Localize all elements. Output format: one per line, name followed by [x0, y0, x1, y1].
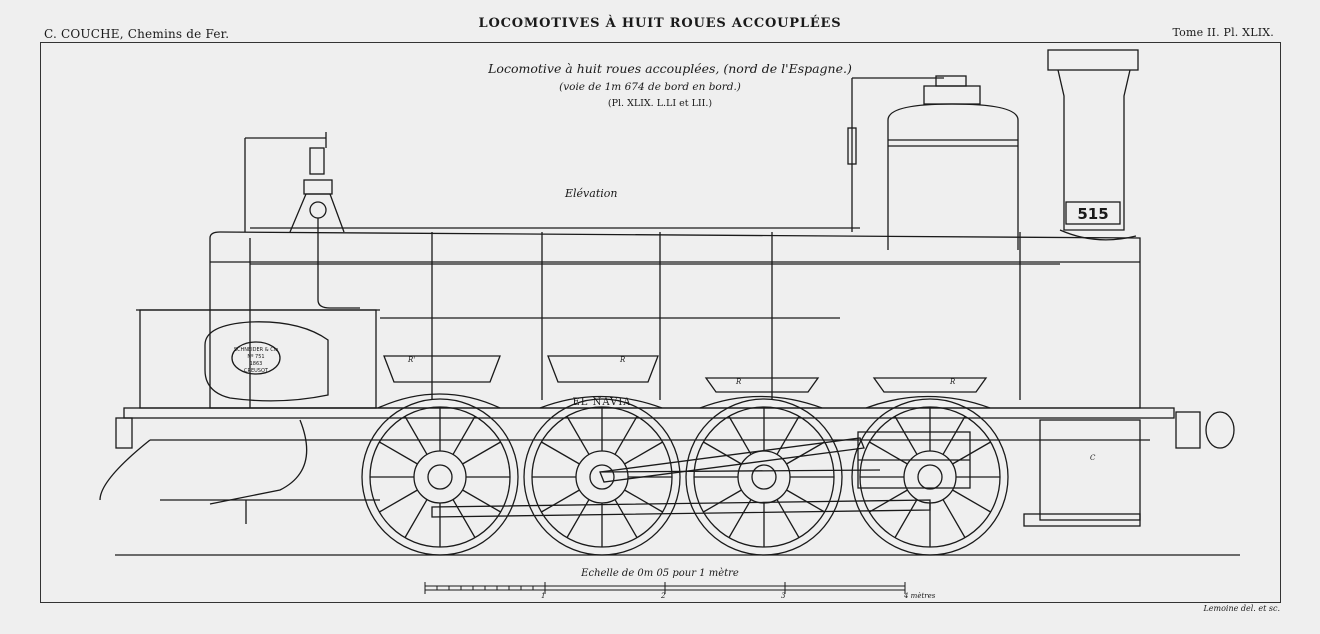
engine-number: 515 — [1077, 205, 1108, 223]
front-buffer — [1175, 411, 1201, 449]
leaf-springs — [383, 355, 988, 393]
view-label: Elévation — [565, 187, 618, 200]
scale-tick-1: 1 — [541, 592, 545, 600]
engine-name: EL NAVIA — [573, 397, 632, 408]
part-label-r4: R — [949, 378, 956, 386]
driving-wheels — [361, 398, 1009, 556]
builder-plate — [231, 341, 281, 375]
part-label-c: C — [1090, 454, 1096, 462]
scale-bar — [424, 582, 906, 594]
scale-label: Echelle de 0m 05 pour 1 mètre — [581, 568, 739, 579]
number-plate — [1065, 201, 1121, 225]
builder-plate-surround — [204, 321, 329, 402]
part-label-r3: R — [735, 378, 742, 386]
coupling-rod — [431, 499, 931, 518]
rear-buffer — [115, 417, 133, 449]
caption-title: Locomotive à huit roues accouplées, (nor… — [488, 61, 852, 76]
engraver-credit: Lemoine del. et sc. — [1203, 604, 1280, 613]
svg-text:1863: 1863 — [250, 361, 263, 367]
wheel-4 — [851, 398, 1009, 556]
svg-text:SCHNEIDER & Cie: SCHNEIDER & Cie — [234, 347, 278, 353]
scale-tick-2: 2 — [660, 592, 666, 600]
scale-end-label: 4 mètres — [903, 592, 936, 600]
plate-title: LOCOMOTIVES À HUIT ROUES ACCOUPLÉES — [478, 16, 842, 31]
connecting-rod — [599, 437, 865, 483]
builder-plate-text: SCHNEIDER & Cie Nº 751 1863 CREUSOT — [234, 347, 278, 374]
wheel-2 — [523, 398, 681, 556]
steam-dome — [887, 75, 1019, 250]
svg-text:Nº 751: Nº 751 — [247, 354, 264, 360]
svg-text:CREUSOT: CREUSOT — [244, 368, 269, 374]
plate-frame — [40, 42, 1281, 603]
boiler — [209, 231, 1141, 409]
boiler-pillars — [431, 232, 1021, 400]
part-label-r1: R' — [407, 356, 415, 364]
chimney — [1047, 49, 1139, 241]
scale-tick-3: 3 — [781, 592, 786, 600]
part-label-r2: R — [619, 356, 626, 364]
wheel-1 — [361, 398, 519, 556]
plate-number: Tome II. Pl. XLIX. — [1172, 26, 1274, 39]
wheel-3 — [685, 398, 843, 556]
caption-gauge: (voie de 1m 674 de bord en bord.) — [559, 81, 741, 93]
safety-valve — [244, 132, 360, 309]
running-board — [123, 407, 1175, 419]
smokebox — [1039, 419, 1141, 521]
header-author: C. COUCHE, Chemins de Fer. — [44, 27, 230, 41]
caption-plates: (Pl. XLIX. L.LI et LII.) — [607, 98, 713, 109]
